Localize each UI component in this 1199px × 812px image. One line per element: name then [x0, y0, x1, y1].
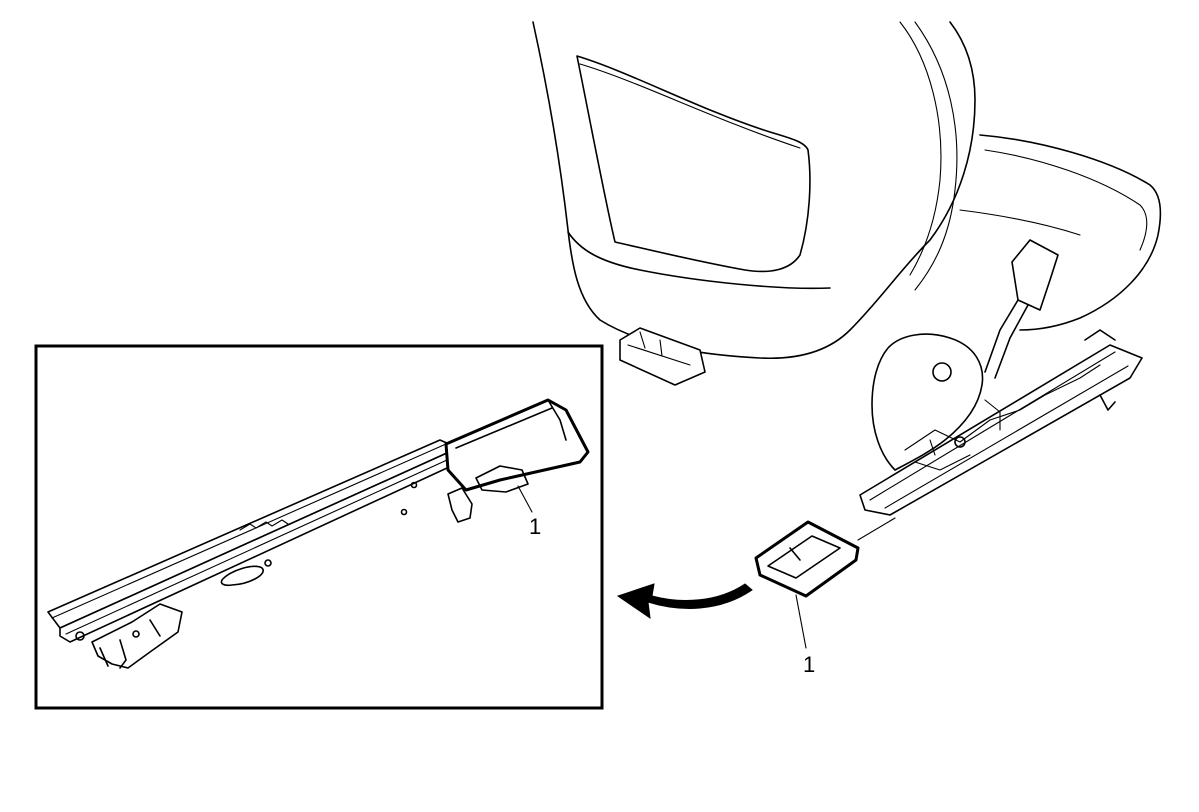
inset-track-cover-top: [455, 399, 567, 449]
seat-belt-stalk: [984, 299, 1029, 379]
inset-front-bracket-detail: [99, 619, 161, 669]
seat-track-rail-line: [869, 351, 1129, 509]
seat-back-pocket-lip: [579, 63, 801, 149]
track-end-cover-inner: [767, 535, 841, 579]
leader-main-callout: [795, 594, 807, 649]
curved-arrow-icon: [616, 583, 753, 620]
inset-push-pin: [447, 487, 473, 523]
inset-track-cover: [444, 398, 590, 493]
left-rear-track-detail: [627, 331, 691, 366]
inset-rail-teeth: [239, 519, 289, 531]
inset-rail-hole-3: [410, 481, 418, 489]
inset-rail-hole-1: [264, 559, 272, 567]
seat-track-mechanism: [904, 364, 1101, 471]
seat-belt-buckle: [1011, 239, 1059, 311]
detail-inset: 1: [34, 344, 604, 710]
inset-rail-hole-2: [400, 508, 408, 516]
leader-track-to-cover: [857, 517, 896, 541]
inset-bracket-hole: [132, 630, 140, 638]
inset-rail-line: [51, 443, 459, 635]
recliner-pivot-bolt: [932, 362, 952, 382]
seat-cushion: [979, 134, 1162, 331]
seat-back-pocket: [576, 55, 811, 273]
track-end-cover-body: [754, 520, 860, 598]
inset-callout-label: 1: [529, 514, 541, 539]
inset-rail-slot: [220, 565, 264, 587]
main-callout-label: 1: [803, 652, 815, 677]
track-end-cover: [754, 520, 860, 598]
seat-adjuster-track: [859, 344, 1143, 516]
seat-cushion-seam: [984, 149, 1148, 251]
seat-back-outline: [532, 21, 976, 360]
inset-track-cover-body: [444, 398, 590, 492]
seat-track-front-bracket: [1084, 329, 1116, 411]
seat-back-bolster: [899, 21, 942, 276]
seat-cushion-seam-2: [959, 209, 1081, 236]
leader-inset-callout: [517, 485, 533, 513]
recliner-side-shield: [871, 333, 984, 471]
inset-track-cover-pocket: [475, 465, 529, 493]
track-bolt: [954, 436, 966, 448]
inset-bracket-bolt: [75, 631, 85, 641]
seat-back-edge: [914, 21, 958, 291]
seat-assembly: 1: [532, 21, 1162, 677]
seat-back-lower-shell: [567, 231, 831, 290]
